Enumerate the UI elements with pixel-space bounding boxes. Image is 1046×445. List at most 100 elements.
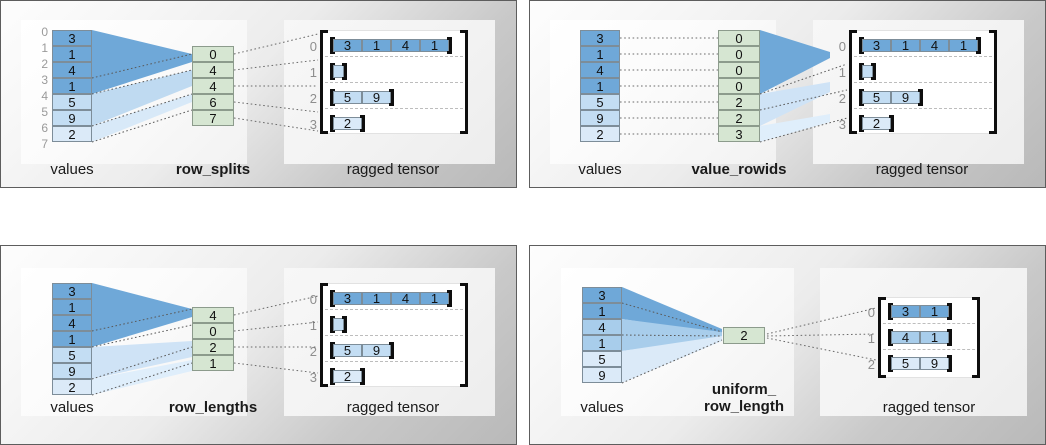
encoding-cell[interactable]: 3 — [718, 126, 760, 142]
values-index-label: 6 — [41, 121, 48, 135]
ragged-row-divider — [320, 335, 468, 336]
values-cell[interactable]: 5 — [580, 94, 620, 110]
values-cell[interactable]: 1 — [582, 303, 622, 319]
values-cell[interactable]: 5 — [52, 94, 92, 110]
ragged-cell[interactable]: 3 — [862, 39, 891, 52]
ragged-row-index: 3 — [838, 117, 846, 132]
encoding-caption-value-rowids: value_rowids — [691, 161, 787, 178]
values-cell[interactable]: 5 — [582, 351, 622, 367]
ragged-cell[interactable]: 1 — [891, 39, 920, 52]
encoding-cell-uniform-row-length[interactable]: 2 — [723, 327, 765, 344]
ragged-cell[interactable]: 5 — [333, 344, 362, 357]
ragged-cell[interactable]: 1 — [362, 292, 391, 305]
values-cell[interactable]: 5 — [52, 347, 92, 363]
ragged-cell[interactable]: 3 — [891, 305, 920, 318]
inner-bracket-right — [947, 329, 952, 346]
ragged-row-index: 2 — [309, 91, 317, 106]
ragged-row-index: 2 — [867, 357, 875, 372]
ragged-cell[interactable]: 9 — [920, 357, 949, 370]
values-cell[interactable]: 4 — [52, 315, 92, 331]
ragged-cell[interactable]: 3 — [333, 292, 362, 305]
values-cell[interactable]: 3 — [52, 283, 92, 299]
encoding-cell[interactable]: 4 — [192, 62, 234, 78]
values-index-label: 7 — [41, 137, 48, 151]
ragged-caption: ragged tensor — [875, 161, 969, 178]
values-index-label: 5 — [41, 105, 48, 119]
encoding-caption-row-splits: row_splits — [175, 161, 251, 178]
ragged-empty-marker — [333, 318, 344, 331]
values-cell[interactable]: 1 — [52, 78, 92, 94]
outer-bracket-right — [460, 30, 468, 134]
values-cell[interactable]: 9 — [52, 110, 92, 126]
encoding-cell[interactable]: 0 — [718, 30, 760, 46]
ragged-cell[interactable]: 4 — [391, 39, 420, 52]
encoding-cell[interactable]: 1 — [192, 355, 234, 371]
values-cell[interactable]: 1 — [580, 78, 620, 94]
outer-bracket-right — [989, 30, 997, 134]
encoding-cell[interactable]: 4 — [192, 78, 234, 94]
uniform-label-line1: uniform_ — [711, 381, 777, 398]
ragged-cell[interactable]: 2 — [333, 117, 362, 130]
encoding-cell[interactable]: 0 — [192, 46, 234, 62]
encoding-cell[interactable]: 4 — [192, 307, 234, 323]
encoding-cell[interactable]: 0 — [718, 62, 760, 78]
inner-bracket-left — [888, 329, 893, 346]
inner-bracket-left — [330, 37, 335, 54]
values-cell[interactable]: 2 — [52, 126, 92, 142]
values-cell[interactable]: 9 — [580, 110, 620, 126]
ragged-cell[interactable]: 5 — [333, 91, 362, 104]
ragged-cell[interactable]: 1 — [920, 305, 949, 318]
encoding-cell[interactable]: 7 — [192, 110, 234, 126]
ragged-empty-marker — [862, 65, 873, 78]
values-caption: values — [580, 399, 624, 416]
ragged-cell[interactable]: 1 — [420, 39, 449, 52]
ragged-cell[interactable]: 5 — [862, 91, 891, 104]
ragged-row-index: 1 — [309, 318, 317, 333]
encoding-cell[interactable]: 0 — [718, 46, 760, 62]
ragged-caption: ragged tensor — [346, 399, 440, 416]
ragged-cell[interactable]: 4 — [920, 39, 949, 52]
ragged-cell[interactable]: 2 — [862, 117, 891, 130]
values-cell[interactable]: 4 — [52, 62, 92, 78]
values-caption: values — [50, 161, 94, 178]
values-cell[interactable]: 2 — [52, 379, 92, 395]
values-cell[interactable]: 1 — [582, 335, 622, 351]
encoding-cell[interactable]: 0 — [192, 323, 234, 339]
values-cell[interactable]: 9 — [582, 367, 622, 383]
encoding-cell[interactable]: 2 — [718, 94, 760, 110]
ragged-row-index: 0 — [309, 39, 317, 54]
ragged-row-index: 2 — [838, 91, 846, 106]
ragged-cell[interactable]: 4 — [391, 292, 420, 305]
encoding-cell[interactable]: 6 — [192, 94, 234, 110]
ragged-cell[interactable]: 9 — [891, 91, 920, 104]
values-cell[interactable]: 3 — [52, 30, 92, 46]
values-cell[interactable]: 1 — [52, 299, 92, 315]
values-cell[interactable]: 3 — [580, 30, 620, 46]
values-caption: values — [578, 161, 622, 178]
values-cell[interactable]: 3 — [582, 287, 622, 303]
ragged-cell[interactable]: 2 — [333, 370, 362, 383]
ragged-empty-marker — [333, 65, 344, 78]
ragged-cell[interactable]: 9 — [362, 91, 391, 104]
ragged-cell[interactable]: 1 — [362, 39, 391, 52]
values-cell[interactable]: 1 — [52, 331, 92, 347]
inner-bracket-right — [976, 37, 981, 54]
values-cell[interactable]: 9 — [52, 363, 92, 379]
encoding-cell[interactable]: 2 — [718, 110, 760, 126]
values-cell[interactable]: 2 — [580, 126, 620, 142]
ragged-cell[interactable]: 4 — [891, 331, 920, 344]
ragged-cell[interactable]: 1 — [420, 292, 449, 305]
ragged-cell[interactable]: 9 — [362, 344, 391, 357]
encoding-cell[interactable]: 2 — [192, 339, 234, 355]
ragged-cell[interactable]: 5 — [891, 357, 920, 370]
ragged-row-divider — [320, 56, 468, 57]
ragged-row-divider — [849, 108, 997, 109]
values-cell[interactable]: 1 — [580, 46, 620, 62]
encoding-cell[interactable]: 0 — [718, 78, 760, 94]
ragged-cell[interactable]: 1 — [920, 331, 949, 344]
values-cell[interactable]: 4 — [580, 62, 620, 78]
values-cell[interactable]: 1 — [52, 46, 92, 62]
ragged-cell[interactable]: 3 — [333, 39, 362, 52]
values-cell[interactable]: 4 — [582, 319, 622, 335]
ragged-cell[interactable]: 1 — [949, 39, 978, 52]
